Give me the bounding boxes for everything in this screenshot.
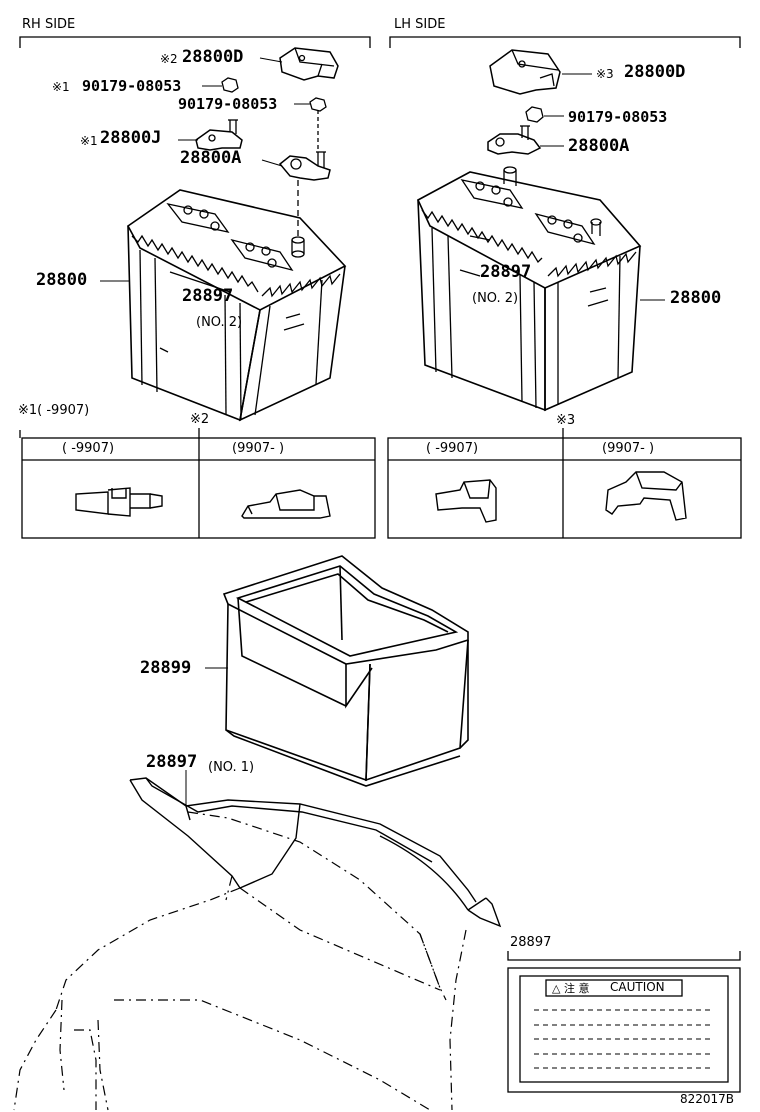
lh-part-28897: 28897 <box>480 262 532 282</box>
lh-table-col1: ( -9907) <box>426 441 479 456</box>
caution-jp-text: △ 注 意 <box>552 982 590 995</box>
battery-tray <box>222 555 469 787</box>
rh-side-heading: RH SIDE <box>22 17 76 32</box>
note-3: ※3 <box>556 413 576 428</box>
lh-part-28800: 28800 <box>670 288 722 308</box>
label-no1: (NO. 1) <box>208 760 255 775</box>
lh-no2: (NO. 2) <box>472 291 519 306</box>
hood-outline <box>129 777 477 903</box>
lh-part-90179: 90179-08053 <box>568 108 668 126</box>
rh-part-28897: 28897 <box>182 286 234 306</box>
caution-box <box>507 951 741 1093</box>
lh-side-bracket <box>389 36 741 48</box>
rh-mark2: ※2 <box>160 52 178 66</box>
rh-table-col1: ( -9907) <box>62 441 115 456</box>
lh-side-heading: LH SIDE <box>394 17 446 32</box>
label-part-28897: 28897 <box>146 752 198 772</box>
rh-mark1b: ※1 <box>80 134 98 148</box>
rh-part-28800: 28800 <box>36 270 88 290</box>
rh-part-90179b: 90179-08053 <box>178 95 278 113</box>
lh-table-col2: (9907- ) <box>602 441 655 456</box>
rh-part-90179a: 90179-08053 <box>82 77 182 95</box>
hood-dashed <box>13 811 467 1111</box>
rh-table-cell1-clamp <box>75 487 163 517</box>
rh-mark1a: ※1 <box>52 80 70 94</box>
lh-leaders <box>540 73 665 301</box>
rh-no2: (NO. 2) <box>196 315 243 330</box>
rh-side-bracket <box>19 36 371 48</box>
caution-part-number: 28897 <box>510 935 552 950</box>
lh-table-cell1-cover <box>435 479 497 523</box>
rh-battery <box>126 189 347 422</box>
caution-text: CAUTION <box>610 980 665 994</box>
rh-part-28800D: 28800D <box>182 47 244 67</box>
rh-terminal-parts <box>195 47 339 236</box>
rh-table-cell2-cover <box>241 489 331 519</box>
note-2: ※2 <box>190 412 210 427</box>
lh-terminal-parts <box>487 49 561 155</box>
lh-table <box>387 428 742 539</box>
rh-leaders <box>100 57 310 282</box>
lh-part-28800D: 28800D <box>624 62 686 82</box>
rh-table <box>19 428 376 539</box>
rh-part-28800J: 28800J <box>100 128 162 148</box>
rh-part-28800A: 28800A <box>180 148 242 168</box>
arrow <box>379 835 502 928</box>
lh-table-cell2-cover <box>605 471 687 521</box>
diagram-code: 822017B <box>680 1092 735 1106</box>
tray-part-28899: 28899 <box>140 658 192 678</box>
rh-table-col2: (9907- ) <box>232 441 285 456</box>
lh-battery <box>416 166 642 412</box>
lh-mark3: ※3 <box>596 67 614 81</box>
lh-part-28800A: 28800A <box>568 136 630 156</box>
note-1: ※1( -9907) <box>18 403 90 418</box>
caution-lines <box>534 1009 712 1069</box>
